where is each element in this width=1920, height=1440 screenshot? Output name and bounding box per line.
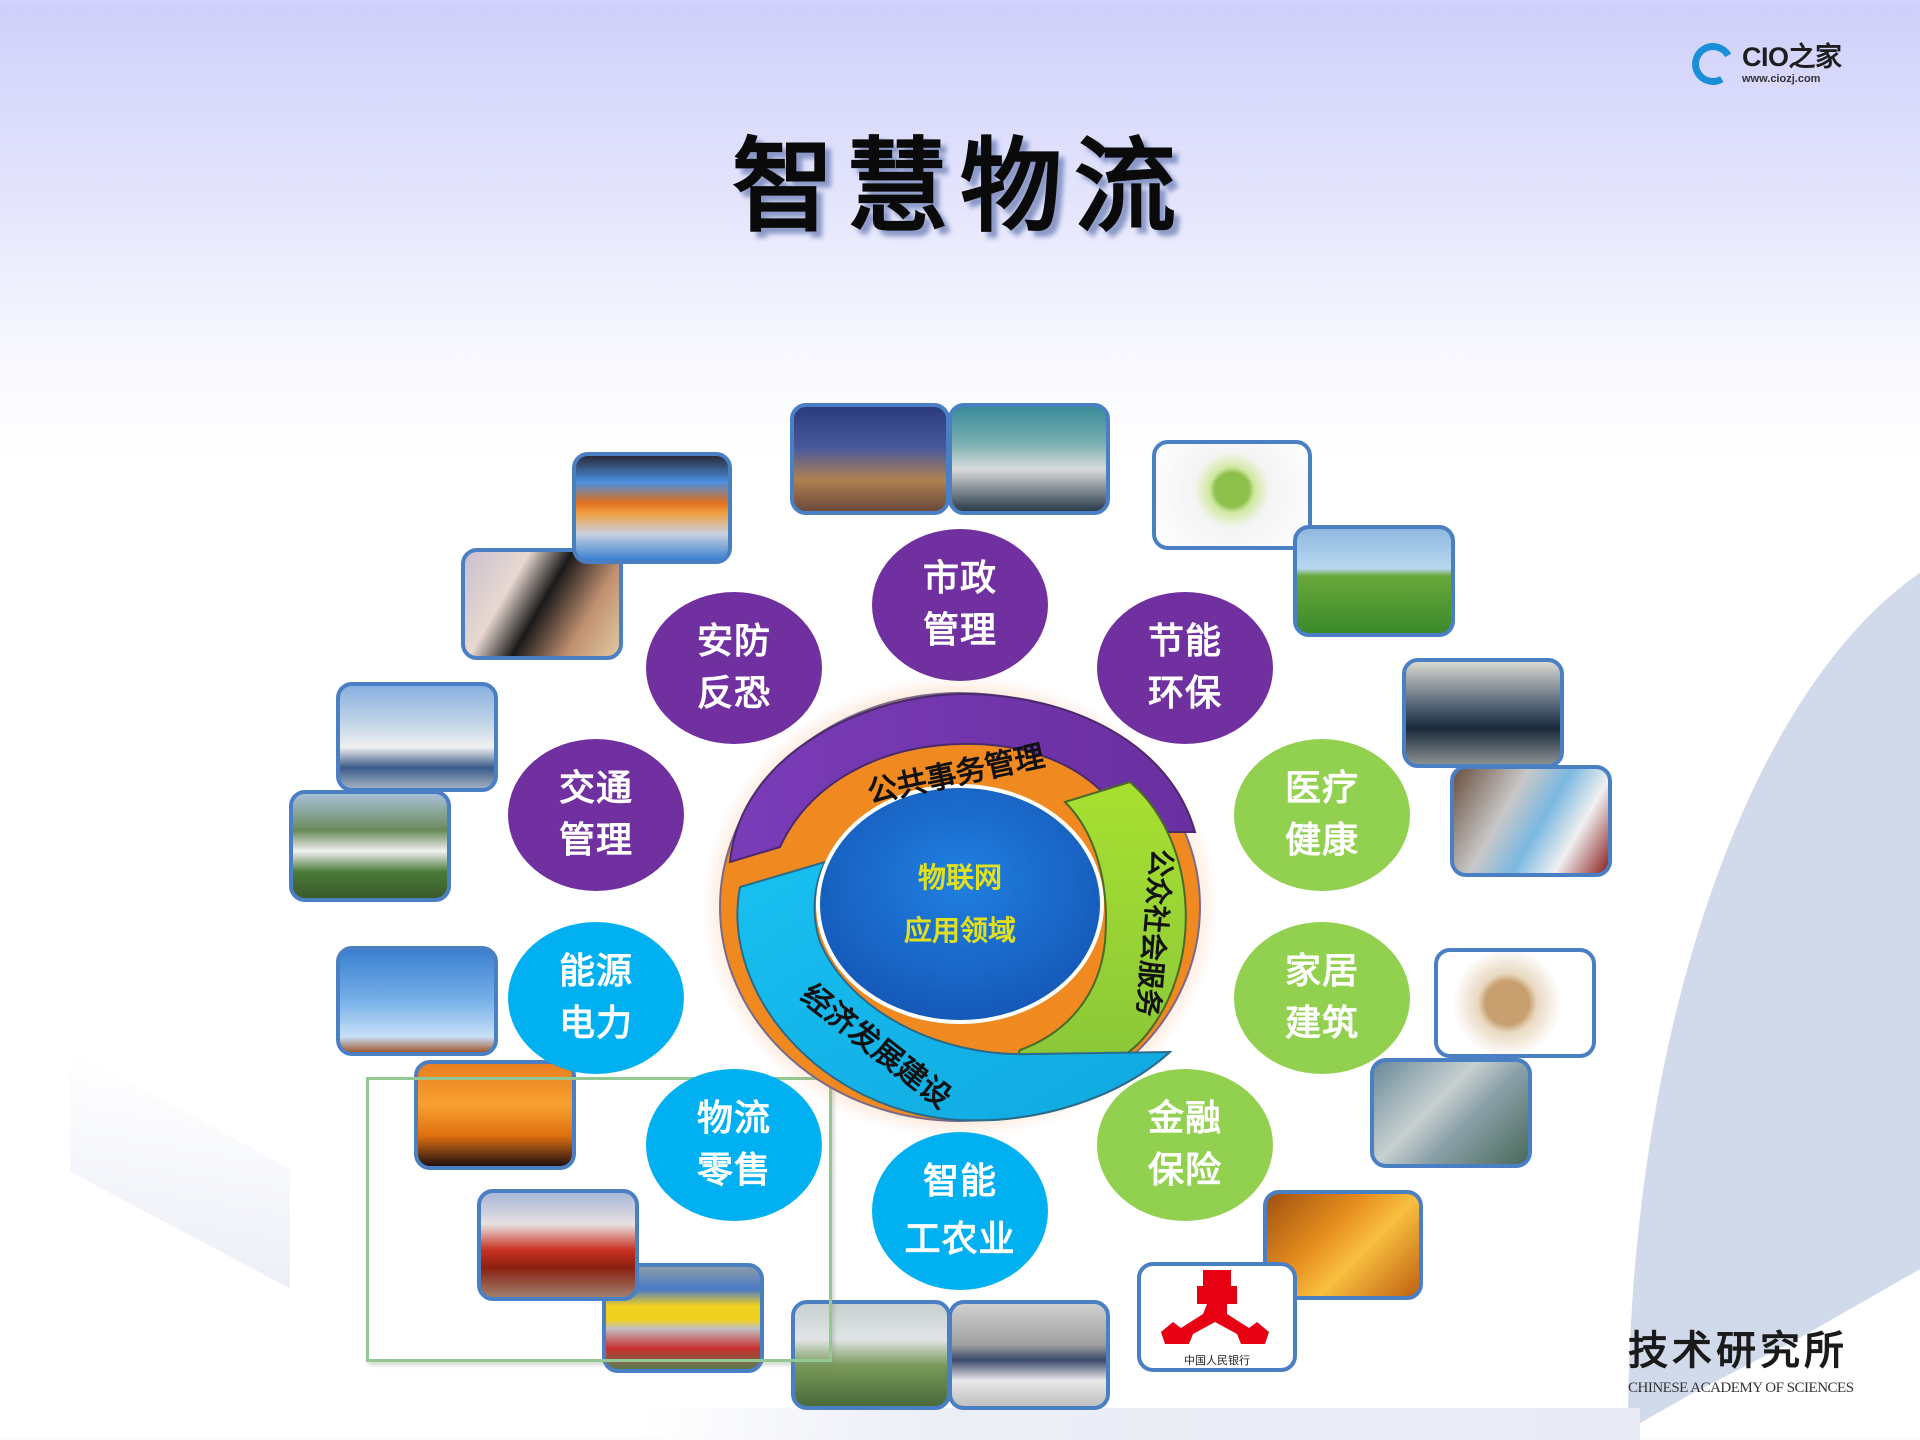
peoples-bank-logo-photo: 中国人民银行 (1137, 1262, 1297, 1372)
bubble-line1: 市政 (922, 558, 997, 599)
wind-turbines-photo (336, 946, 498, 1056)
bubble-line2: 工农业 (904, 1219, 1016, 1260)
bubble-line2: 零售 (696, 1150, 771, 1191)
iot-ring-diagram: 物联网 应用领域 公共事务管理 公众社会服务 经济发展建设 (700, 672, 1220, 1142)
bubble-line1: 能源 (558, 951, 633, 992)
bubble-smart-agriculture-industry[interactable]: 智能 工农业 (872, 1132, 1048, 1290)
bubble-line1: 金融 (1147, 1098, 1222, 1139)
bubble-energy-saving[interactable]: 节能 环保 (1097, 592, 1273, 744)
city-night-photo (790, 403, 950, 515)
slide-title: 智慧物流 (732, 127, 1188, 247)
bubble-line1: 医疗 (1284, 768, 1359, 809)
bubble-line1: 物流 (696, 1098, 771, 1139)
bubble-traffic-management[interactable]: 交通 管理 (508, 739, 684, 891)
bubble-line2: 管理 (558, 820, 633, 861)
bubble-line2: 保险 (1147, 1150, 1222, 1191)
bubble-line1: 交通 (558, 768, 633, 809)
logo-ring-icon (1687, 38, 1739, 90)
institute-logo: 技术研究所 CHINESE ACADEMY OF SCIENCES (1628, 1318, 1858, 1397)
bubble-line1: 节能 (1147, 621, 1222, 662)
energy-saving-bulb-photo (1152, 440, 1312, 550)
background-bottom-band (640, 1408, 1640, 1440)
logo-url: www.ciozj.com (1742, 72, 1821, 85)
bubble-municipal-management[interactable]: 市政 管理 (872, 529, 1048, 681)
building-aerial-photo (1370, 1058, 1532, 1168)
bank-emblem-icon: 中国人民银行 (1161, 1270, 1269, 1367)
bubble-line2: 环保 (1147, 673, 1222, 714)
high-speed-train-photo (289, 790, 451, 902)
hazmat-suit-photo (461, 548, 623, 660)
bubble-line2: 健康 (1284, 820, 1359, 861)
cio-logo: CIO之家 www.ciozj.com (1687, 38, 1842, 90)
greenhouse-photo (791, 1300, 951, 1410)
smart-home-diagram-photo (1434, 948, 1596, 1058)
institute-name-cn: 技术研究所 (1628, 1327, 1848, 1374)
garden-lamp-photo (1293, 525, 1455, 637)
background-swoosh (1628, 530, 1920, 1430)
burning-towers-photo (572, 452, 732, 564)
red-truck-photo (477, 1189, 639, 1301)
institute-name-en: CHINESE ACADEMY OF SCIENCES (1628, 1380, 1854, 1396)
logistics-highlight-box (366, 1077, 832, 1362)
bubble-finance-insurance[interactable]: 金融 保险 (1097, 1069, 1273, 1221)
bubble-security-antiterror[interactable]: 安防 反恐 (646, 592, 822, 744)
bubble-line1: 家居 (1284, 951, 1359, 992)
bubble-line1: 安防 (696, 621, 771, 662)
background-swoosh-left (70, 1051, 290, 1289)
airport-terminal-photo (336, 682, 498, 792)
center-label-line2: 应用领域 (904, 914, 1016, 947)
control-room-photo (948, 403, 1110, 515)
svg-text:中国人民银行: 中国人民银行 (1184, 1353, 1250, 1367)
bubble-line2: 管理 (922, 610, 997, 651)
bubble-logistics-retail[interactable]: 物流 零售 (646, 1069, 822, 1221)
logo-name: CIO之家 (1742, 41, 1842, 72)
bubble-energy-power[interactable]: 能源 电力 (508, 922, 684, 1074)
bubble-line2: 电力 (558, 1003, 633, 1044)
bubble-line1: 智能 (922, 1161, 997, 1202)
nurse-patient-photo (1450, 765, 1612, 877)
bubble-line2: 反恐 (696, 673, 771, 714)
bubble-line2: 建筑 (1284, 1003, 1359, 1044)
bubble-home-building[interactable]: 家居 建筑 (1234, 922, 1410, 1074)
medical-monitors-photo (1402, 658, 1564, 768)
center-label-line1: 物联网 (918, 861, 1002, 894)
aircraft-photo (948, 1300, 1110, 1410)
bubble-medical-health[interactable]: 医疗 健康 (1234, 739, 1410, 891)
